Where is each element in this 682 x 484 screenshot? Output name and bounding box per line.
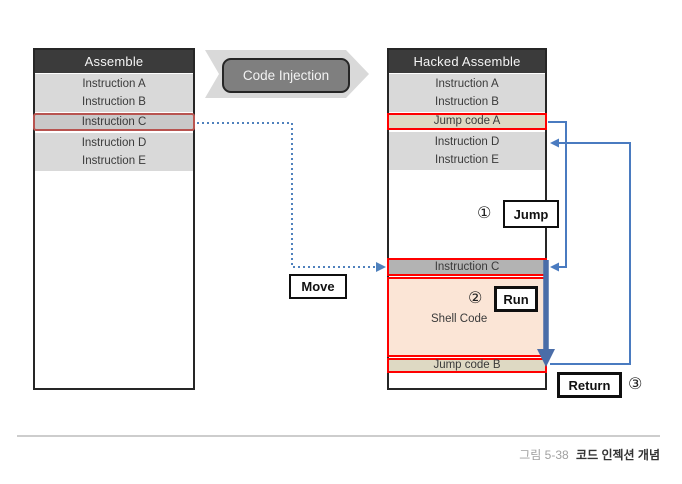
left-instruction-de-block: Instruction D Instruction E bbox=[35, 133, 193, 171]
step3-number: ③ bbox=[628, 376, 643, 393]
hacked-assemble-box-title: Hacked Assemble bbox=[389, 50, 545, 73]
move-dotted-arrow-line bbox=[197, 122, 376, 268]
figure-caption-title: 코드 인젝션 개념 bbox=[576, 448, 660, 462]
return-label-box: Return bbox=[557, 372, 622, 398]
code-injection-banner: Code Injection bbox=[222, 58, 350, 93]
return-arrow-line bbox=[550, 142, 631, 365]
left-instruction-c-row: Instruction C bbox=[33, 113, 195, 131]
right-instruction-c-row: Instruction C bbox=[387, 258, 547, 276]
jump-code-a: Jump code A bbox=[433, 115, 501, 128]
figure-caption: 그림 5-38 코드 인젝션 개념 bbox=[519, 446, 660, 463]
jump-arrowhead bbox=[550, 262, 559, 272]
jump-label-box: Jump bbox=[503, 200, 559, 228]
right-instruction-c: Instruction C bbox=[434, 260, 500, 273]
left-instruction-e: Instruction E bbox=[82, 155, 146, 167]
move-arrowhead bbox=[376, 262, 386, 272]
jump-code-b: Jump code B bbox=[433, 359, 501, 372]
right-instruction-d: Instruction D bbox=[434, 135, 500, 148]
assemble-box-title: Assemble bbox=[35, 50, 193, 73]
right-instruction-a: Instruction A bbox=[435, 77, 499, 90]
right-instruction-de-block: Instruction D Instruction E bbox=[389, 132, 545, 170]
run-label-box: Run bbox=[494, 286, 538, 312]
return-arrowhead bbox=[550, 138, 559, 148]
right-instruction-b: Instruction B bbox=[435, 96, 499, 108]
shell-code-label: Shell Code bbox=[431, 313, 488, 325]
right-instruction-ab-block: Instruction A Instruction B bbox=[389, 74, 545, 112]
figure-caption-number: 그림 5-38 bbox=[519, 448, 569, 462]
left-instruction-ab-block: Instruction A Instruction B bbox=[35, 74, 193, 112]
step2-number: ② bbox=[468, 290, 483, 307]
left-instruction-c: Instruction C bbox=[81, 115, 147, 128]
jump-code-a-row: Jump code A bbox=[387, 113, 547, 130]
move-label-box: Move bbox=[289, 274, 347, 299]
left-instruction-b: Instruction B bbox=[82, 96, 146, 108]
jump-arrow-line bbox=[548, 121, 567, 268]
assemble-box: Assemble Instruction A Instruction B Ins… bbox=[33, 48, 195, 390]
left-instruction-a: Instruction A bbox=[82, 77, 146, 90]
jump-code-b-row: Jump code B bbox=[387, 358, 547, 373]
caption-divider-line bbox=[17, 435, 660, 437]
right-instruction-e: Instruction E bbox=[435, 154, 499, 166]
left-instruction-d: Instruction D bbox=[81, 136, 147, 149]
step1-number: ① bbox=[477, 205, 492, 222]
